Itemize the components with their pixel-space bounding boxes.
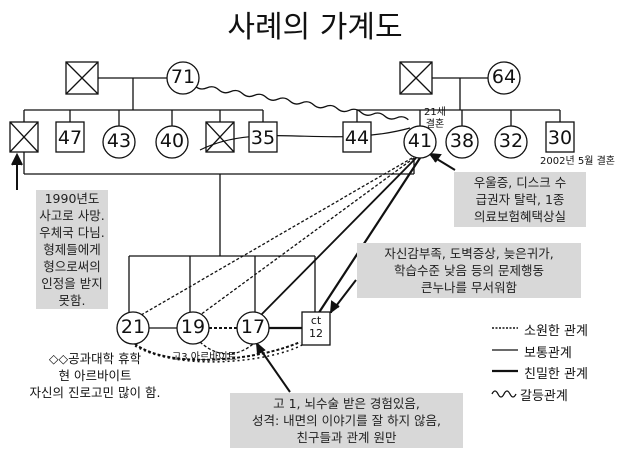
age-label: 19 xyxy=(180,316,206,338)
age-label: 21 xyxy=(120,316,146,338)
legend-conflict: 갈등관계 xyxy=(520,389,568,404)
conflict-line xyxy=(194,85,409,121)
age-label: 43 xyxy=(106,130,132,152)
age-label: 41 xyxy=(407,130,433,152)
age-label: 35 xyxy=(250,127,276,149)
age-label: 64 xyxy=(491,66,517,88)
legend-close: 친밀한 관계 xyxy=(524,367,588,382)
child19-note: 고3 아르바이트 xyxy=(172,352,237,363)
child17-note: 고 1, 뇌수술 받은 경험있음,성격: 내면의 이야기를 잘 하지 않음,친구… xyxy=(230,393,463,448)
age-label: 32 xyxy=(498,130,524,152)
age-label: 17 xyxy=(240,316,266,338)
marriage-note: 21세 결혼 xyxy=(424,107,446,130)
age-label: 47 xyxy=(57,127,83,149)
legend-distant: 소원한 관계 xyxy=(524,324,588,339)
maternal-grandmother xyxy=(487,61,521,95)
sibling-marriage-note: 2002년 5월 결혼 xyxy=(540,156,615,167)
age-label: 30 xyxy=(547,127,573,149)
legend-normal: 보통관계 xyxy=(524,346,572,361)
mother xyxy=(403,125,437,159)
age-label: 44 xyxy=(344,127,370,149)
age-label: 40 xyxy=(159,130,185,152)
age-label: 71 xyxy=(170,66,196,88)
age-label: 38 xyxy=(449,130,475,152)
paternal-grandmother xyxy=(166,61,200,95)
client-box xyxy=(301,311,331,346)
page-title: 사례의 가계도 xyxy=(227,10,403,45)
